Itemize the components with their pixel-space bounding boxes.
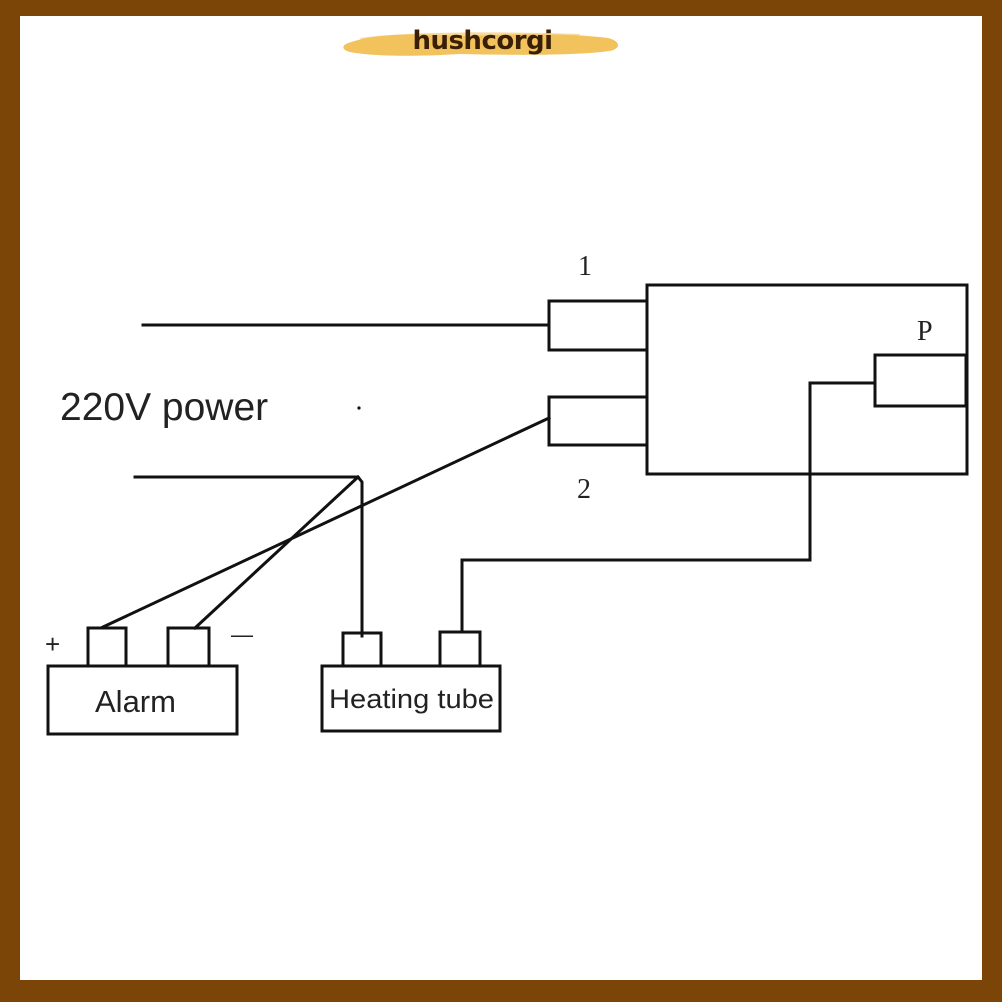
logo-brush-stroke xyxy=(343,32,619,56)
power-wire-2 xyxy=(133,475,364,638)
power-label: 220V power xyxy=(60,386,268,429)
alarm-plus-label: + xyxy=(45,629,60,659)
probe-terminal-box xyxy=(873,353,968,408)
alarm-plus-terminal xyxy=(86,626,128,668)
heater-label: Heating tube xyxy=(329,684,494,714)
heater-terminal-right xyxy=(438,630,482,668)
alarm-minus-label: — xyxy=(231,622,253,647)
alarm-minus-terminal xyxy=(166,626,211,668)
wire-terminal2-to-alarm-plus xyxy=(101,416,551,629)
alarm-label: Alarm xyxy=(95,684,176,719)
controller-box xyxy=(645,283,969,476)
terminal-2-box xyxy=(547,395,649,447)
brand-logo: hushcorgi xyxy=(340,24,625,64)
logo-text: hushcorgi xyxy=(412,26,553,56)
wire-junction-to-alarm-minus xyxy=(192,474,361,631)
terminal-1-label: 1 xyxy=(578,251,592,282)
terminal-1-box xyxy=(547,299,649,352)
alarm-box xyxy=(46,664,239,736)
stray-dot xyxy=(357,406,361,410)
heater-terminal-left xyxy=(341,631,383,668)
probe-label: P xyxy=(917,316,933,347)
heater-box xyxy=(320,664,502,733)
terminal-2-label: 2 xyxy=(577,474,591,505)
wire-probe-to-heater xyxy=(460,381,877,634)
